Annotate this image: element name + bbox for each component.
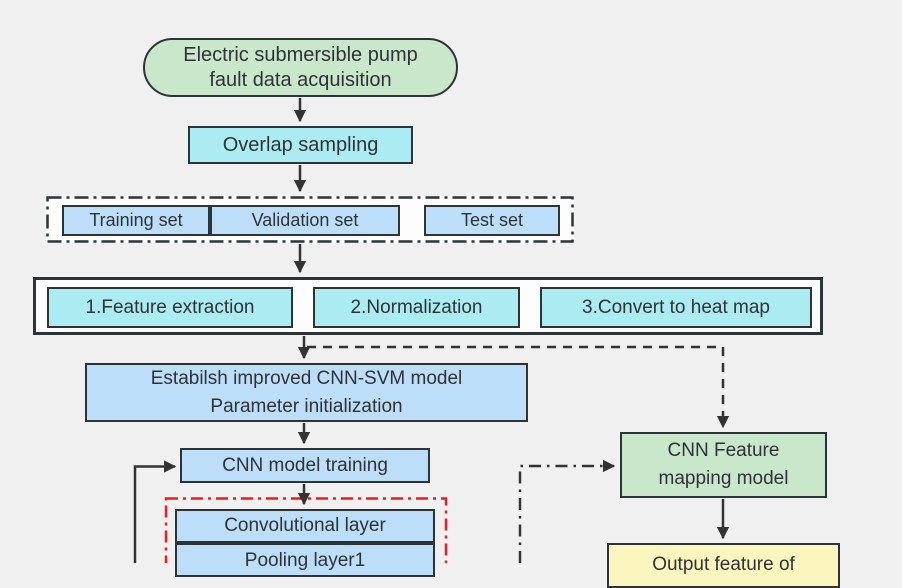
node-label: Convolutional layer <box>224 515 386 537</box>
node-label-line: fault data acquisition <box>209 68 392 91</box>
node-label: Output feature of <box>652 554 795 575</box>
node-label: Test set <box>460 210 524 231</box>
node-cnn-model-training: CNN model training <box>180 448 430 483</box>
node-validation-set: Validation set <box>210 205 400 236</box>
node-training-set: Training set <box>62 205 210 236</box>
node-test-set: Test set <box>424 205 560 236</box>
flowchart-canvas: Electric submersible pump fault data acq… <box>33 38 840 588</box>
feedback-loop-line <box>133 460 177 563</box>
node-overlap-sampling: Overlap sampling <box>188 126 413 164</box>
node-label-line: Electric submersible pump <box>183 43 418 66</box>
node-output-feature: Output feature of <box>607 543 840 588</box>
node-label: 3.Convert to heat map <box>582 296 770 318</box>
node-cnn-feature-mapping: CNN Feature mapping model <box>620 432 827 498</box>
node-label: Training set <box>89 210 183 231</box>
node-label: Overlap sampling <box>222 133 379 156</box>
node-label: 2.Normalization <box>350 296 483 318</box>
node-convert-heatmap: 3.Convert to heat map <box>540 287 812 328</box>
node-label: 1.Feature extraction <box>85 296 255 318</box>
node-label: Pooling layer1 <box>244 550 366 571</box>
node-establish-cnn-svm: Estabilsh improved CNN-SVM model Paramet… <box>85 363 528 422</box>
node-normalization: 2.Normalization <box>313 287 520 328</box>
node-label: Validation set <box>251 210 359 231</box>
node-convolutional-layer: Convolutional layer <box>175 509 435 543</box>
dashdot-branch-to-mapping <box>518 459 616 563</box>
node-label-line: Estabilsh improved CNN-SVM model <box>150 367 463 389</box>
node-pooling-layer1: Pooling layer1 <box>175 543 435 577</box>
node-label-line: Parameter initialization <box>210 395 403 417</box>
node-label-line: mapping model <box>658 468 789 489</box>
node-fault-data-acquisition: Electric submersible pump fault data acq… <box>143 38 458 97</box>
node-feature-extraction: 1.Feature extraction <box>47 287 293 328</box>
node-label: CNN model training <box>222 454 388 476</box>
node-label-line: CNN Feature <box>667 439 780 461</box>
